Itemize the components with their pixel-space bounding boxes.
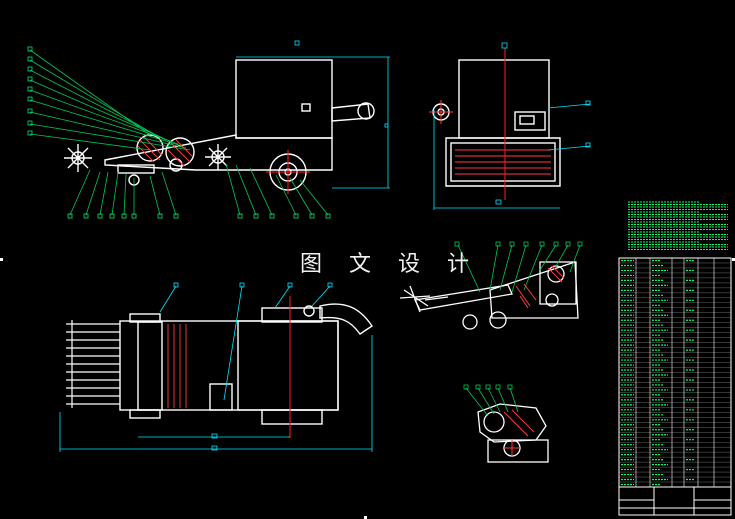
pickup-mechanism-view bbox=[399, 261, 579, 330]
plan-view-dimensions bbox=[59, 282, 373, 452]
plan-view-tines bbox=[66, 320, 120, 408]
title-block bbox=[618, 486, 732, 516]
detail-view-hatch bbox=[503, 409, 535, 456]
border-markers bbox=[0, 258, 735, 519]
technical-notes-block bbox=[628, 201, 728, 250]
side-view-leader-tags bbox=[27, 46, 331, 219]
side-view-centerlines bbox=[266, 150, 310, 194]
rear-view-dimensions bbox=[433, 42, 591, 210]
side-view-dimensions bbox=[236, 40, 390, 189]
detail-view-leaders bbox=[463, 384, 519, 417]
pickup-view-leaders bbox=[454, 241, 583, 293]
rear-view-rollers bbox=[429, 100, 551, 175]
side-view-leaders bbox=[29, 49, 329, 216]
plan-view bbox=[119, 303, 373, 425]
pickup-view-hatch bbox=[515, 265, 565, 309]
parts-list-table bbox=[618, 257, 732, 488]
plan-view-hatch bbox=[167, 324, 187, 408]
watermark-text: 图 文 设 计 bbox=[300, 252, 479, 277]
rear-elevation-view bbox=[432, 59, 561, 187]
